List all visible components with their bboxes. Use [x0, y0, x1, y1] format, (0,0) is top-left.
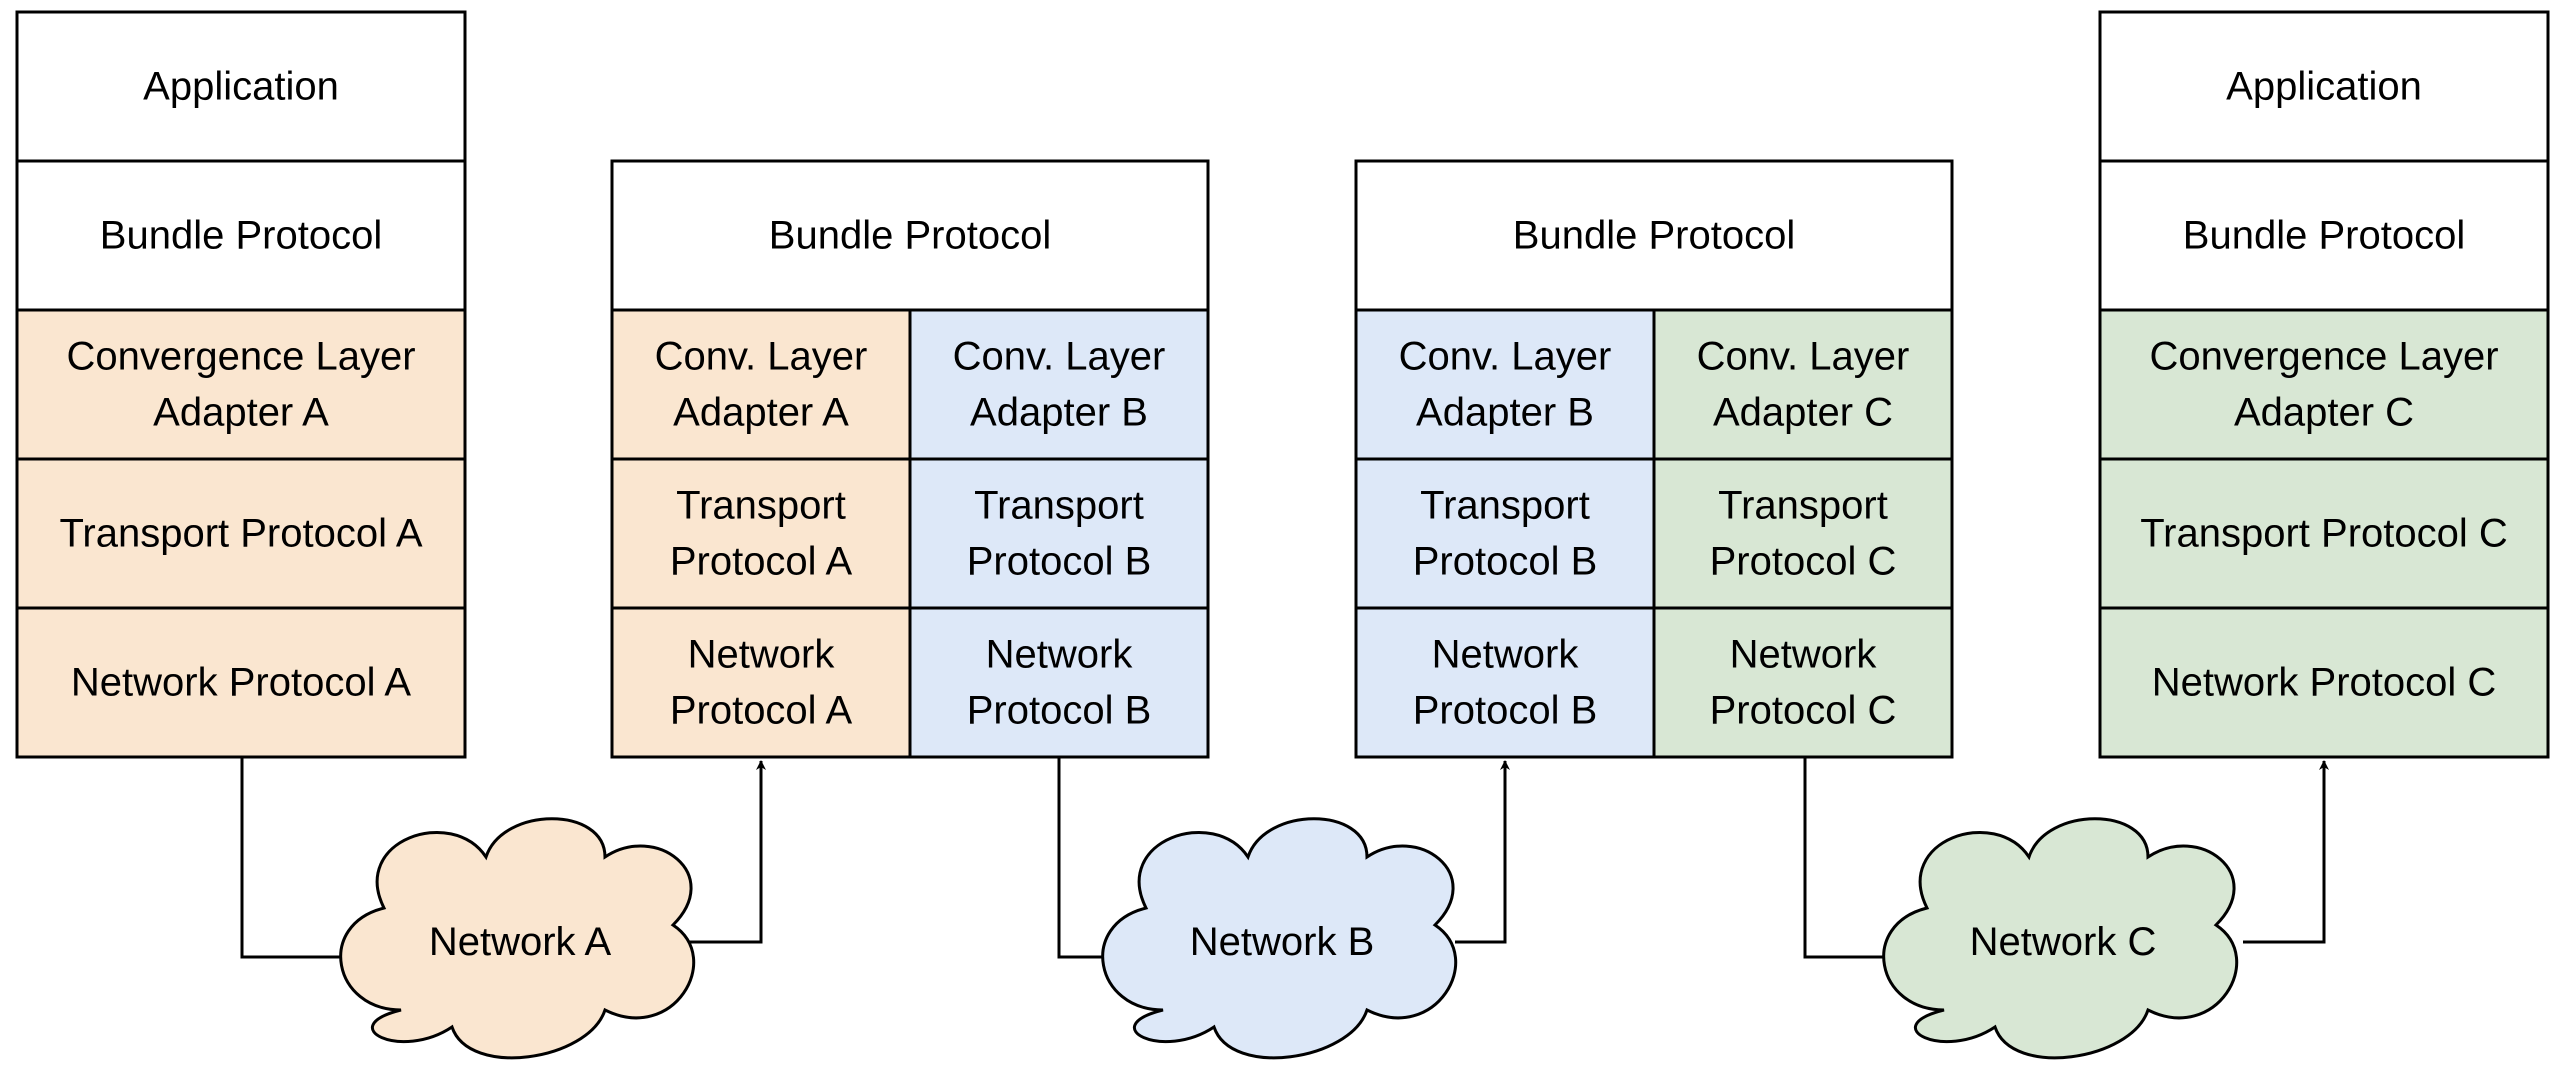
transport-protocol-c-label-line-1: Transport Protocol C — [2140, 512, 2508, 556]
transport-protocol-a-label-line-1: Transport Protocol A — [59, 512, 422, 556]
cloud-shape — [1882, 817, 2239, 1060]
bundle-protocol-layer-box — [2098, 159, 2550, 312]
convergence-layer-adapter-c-label-line-2: Adapter C — [1713, 391, 1893, 435]
network-protocol-b-label-line-2: Protocol B — [967, 689, 1152, 733]
convergence-layer-adapter-b-label-line-1: Conv. Layer — [1399, 335, 1612, 379]
convergence-layer-adapter-a-box — [610, 308, 912, 461]
convergence-layer-adapter-c-label-line-2: Adapter C — [2234, 391, 2414, 435]
application-label: Application — [2226, 65, 2422, 109]
network-protocol-a-box — [15, 606, 467, 759]
network-b-cloud: Network B — [1101, 817, 1458, 1060]
stack-1-to-network-a-arrow — [240, 757, 354, 962]
network-c-cloud: Network C — [1882, 817, 2239, 1060]
convergence-layer-adapter-a-label-line-2: Adapter A — [153, 391, 329, 435]
network-protocol-a-label-line-1: Network Protocol A — [71, 661, 411, 705]
transport-protocol-b-label-line-1: Transport — [1420, 484, 1590, 528]
network-protocol-b-box — [1354, 606, 1656, 759]
network-protocol-b-label-line-1: Network — [1432, 633, 1580, 677]
transport-protocol-a-label-line-1: Transport — [676, 484, 846, 528]
transport-protocol-b-label-line-1: Transport — [974, 484, 1144, 528]
network-protocol-a-label-line-1: Network — [688, 633, 836, 677]
convergence-layer-adapter-b-label-line-2: Adapter B — [1416, 391, 1594, 435]
transport-protocol-c-label-line-1: Transport — [1718, 484, 1888, 528]
stack-3-to-network-c-arrow — [1803, 757, 1896, 962]
convergence-layer-adapter-b-box — [1354, 308, 1656, 461]
transport-protocol-a-box — [15, 457, 467, 610]
network-a-label: Network A — [429, 920, 612, 964]
network-b-to-stack-3-arrow — [1455, 760, 1510, 944]
convergence-layer-adapter-a-label-line-2: Adapter A — [673, 391, 849, 435]
network-protocol-a-box — [610, 606, 912, 759]
bundle-protocol-label: Bundle Protocol — [769, 214, 1051, 258]
convergence-layer-adapter-c-box — [1652, 308, 1954, 461]
bundle-protocol-label: Bundle Protocol — [1513, 214, 1795, 258]
network-a-cloud: Network A — [339, 817, 696, 1060]
network-protocol-c-box — [2098, 606, 2550, 759]
network-a-to-stack-2-arrow — [672, 760, 766, 944]
transport-protocol-a-box — [610, 457, 912, 610]
network-protocol-b-label-line-2: Protocol B — [1413, 689, 1598, 733]
convergence-layer-adapter-a-label-line-1: Conv. Layer — [655, 335, 868, 379]
application-label: Application — [143, 65, 339, 109]
transport-protocol-b-box — [1354, 457, 1656, 610]
convergence-layer-adapter-c-label-line-1: Conv. Layer — [1697, 335, 1910, 379]
transport-protocol-b-label-line-2: Protocol B — [967, 540, 1152, 584]
cloud-shape — [1101, 817, 1458, 1060]
network-protocol-c-label-line-1: Network Protocol C — [2152, 661, 2497, 705]
transport-protocol-c-label-line-2: Protocol C — [1710, 540, 1897, 584]
transport-protocol-a-label-line-2: Protocol A — [670, 540, 853, 584]
bundle-protocol-layer-box — [610, 159, 1210, 312]
network-c-to-stack-4-arrow — [2243, 760, 2329, 944]
bundle-protocol-label: Bundle Protocol — [100, 214, 382, 258]
cloud-shape — [339, 817, 696, 1060]
network-protocol-c-label-line-2: Protocol C — [1710, 689, 1897, 733]
network-protocol-a-label-line-2: Protocol A — [670, 689, 853, 733]
network-protocol-c-label-line-1: Network — [1730, 633, 1878, 677]
convergence-layer-adapter-b-label-line-1: Conv. Layer — [953, 335, 1166, 379]
convergence-layer-adapter-c-box — [2098, 308, 2550, 461]
network-c-label: Network C — [1970, 920, 2157, 964]
network-protocol-c-box — [1652, 606, 1954, 759]
convergence-layer-adapter-a-box — [15, 308, 467, 461]
convergence-layer-adapter-c-label-line-1: Convergence Layer — [2149, 335, 2498, 379]
convergence-layer-adapter-b-box — [908, 308, 1210, 461]
bundle-protocol-layer-box — [1354, 159, 1954, 312]
bundle-protocol-layer-box — [15, 159, 467, 312]
convergence-layer-adapter-a-label-line-1: Convergence Layer — [66, 335, 415, 379]
network-protocol-b-box — [908, 606, 1210, 759]
transport-protocol-b-box — [908, 457, 1210, 610]
network-b-label: Network B — [1190, 920, 1375, 964]
application-layer-box — [15, 10, 467, 163]
transport-protocol-b-label-line-2: Protocol B — [1413, 540, 1598, 584]
bundle-protocol-label: Bundle Protocol — [2183, 214, 2465, 258]
convergence-layer-adapter-b-label-line-2: Adapter B — [970, 391, 1148, 435]
transport-protocol-c-box — [1652, 457, 1954, 610]
network-protocol-b-label-line-1: Network — [986, 633, 1134, 677]
